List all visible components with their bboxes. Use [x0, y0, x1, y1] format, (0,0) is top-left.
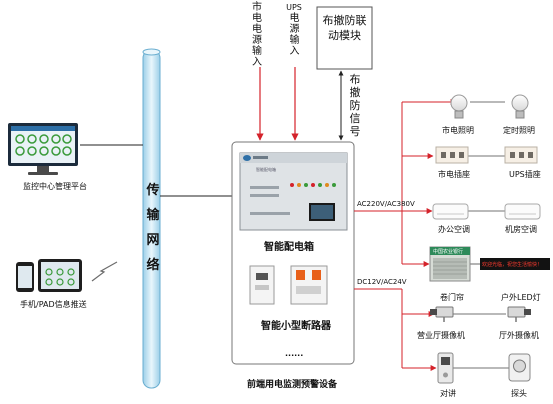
device-ellipsis: ...... — [285, 349, 304, 358]
mobile-push-label: 手机/PAD信息推送 — [20, 300, 87, 309]
ac-unit-icon-server — [504, 203, 541, 220]
arming-signal-label: 布撤防信号 — [349, 73, 361, 138]
cabinet-panel-label: 智能配电箱 — [256, 167, 276, 172]
led-scroll-text: 欢迎光临，祝您生活愉快！ — [482, 262, 543, 268]
monitor-icon — [8, 123, 78, 175]
load-label-probe: 探头 — [511, 389, 527, 398]
load-label-shutter: 卷门帘 — [440, 293, 464, 302]
load-label-mains-socket: 市电插座 — [438, 170, 470, 179]
device-caption: 前端用电监测预警设备 — [247, 380, 338, 390]
mains-input-label: 市电电源输入 — [252, 2, 262, 68]
breaker-image-left — [249, 265, 275, 305]
shutter-sign-text: 中国农业银行 — [433, 249, 464, 255]
ups-input-label: UPS 电源输入 — [286, 2, 302, 57]
socket-icon-ups — [504, 146, 538, 164]
breaker-image-right — [290, 265, 328, 305]
bulb-icon-mains — [450, 94, 468, 119]
arming-module-box — [316, 6, 373, 70]
arming-module-label: 布撤防联动模块 — [322, 14, 367, 42]
breaker-label: 智能小型断路器 — [261, 321, 331, 332]
mobile-devices-icon — [16, 259, 82, 292]
load-label-ups-socket: UPS插座 — [509, 170, 541, 179]
intercom-icon — [437, 352, 454, 384]
network-label: 传输网络 — [146, 183, 160, 273]
cabinet-image — [239, 152, 348, 231]
led-sign-icon — [480, 258, 550, 270]
ac-bus — [354, 99, 457, 267]
bulb-icon-timed — [511, 94, 529, 119]
load-label-outdoor-led: 户外LED灯 — [501, 293, 541, 302]
load-label-intercom: 对讲 — [440, 389, 456, 398]
load-label-hall-camera: 营业厅摄像机 — [417, 331, 465, 340]
camera-icon-hall — [430, 306, 454, 322]
camera-icon-outdoor — [507, 306, 531, 322]
network-pipe — [142, 48, 161, 389]
load-label-server-ac: 机房空调 — [505, 225, 537, 234]
monitor-center-label: 监控中心管理平台 — [23, 182, 87, 191]
load-label-outdoor-camera: 厅外摄像机 — [499, 331, 539, 340]
load-links — [452, 101, 509, 369]
wireless-zigzag-icon — [91, 261, 118, 282]
ac-unit-icon-office — [432, 203, 469, 220]
cabinet-label: 智能配电箱 — [264, 242, 314, 253]
load-label-mains-lighting: 市电照明 — [442, 126, 474, 135]
dc-bus-label: DC12V/AC24V — [357, 278, 407, 286]
shutter-photo — [429, 246, 471, 282]
ups-input-label-cjk: 电源输入 — [289, 13, 300, 57]
probe-icon — [508, 353, 531, 382]
ups-input-label-latin: UPS — [286, 3, 302, 12]
load-label-timed-lighting: 定时照明 — [503, 126, 535, 135]
ac-bus-label: AC220V/AC380V — [357, 200, 415, 208]
load-label-office-ac: 办公空调 — [438, 225, 470, 234]
dc-bus — [354, 288, 437, 371]
socket-icon-mains — [435, 146, 469, 164]
